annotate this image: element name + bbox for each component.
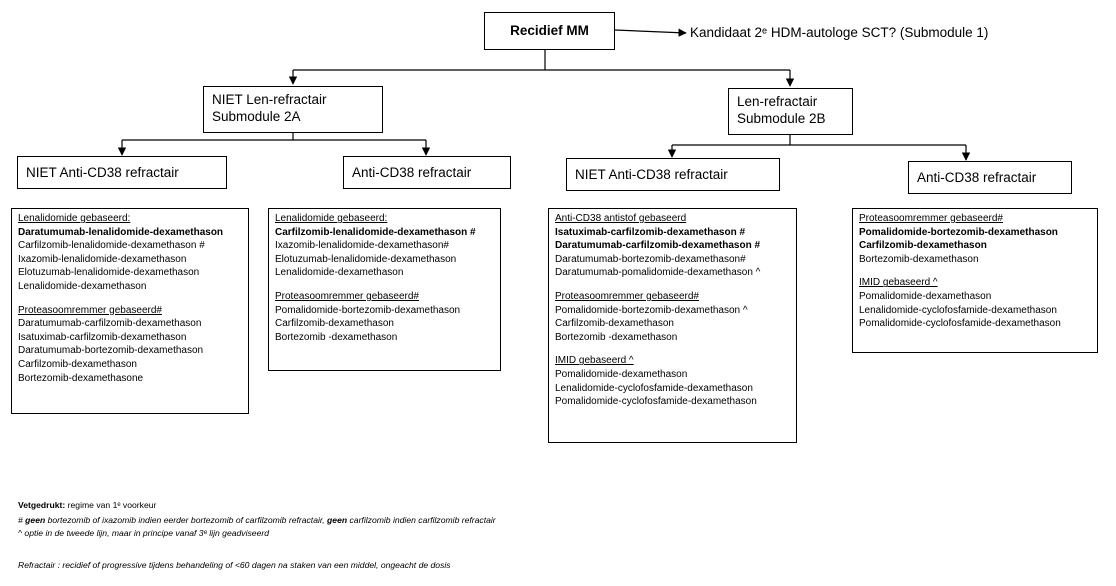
regimen-item: Daratumumab-carfilzomib-dexamethason # [555,240,761,252]
list-b-right: Proteasoomremmer gebaseerd# Pomalidomide-… [852,208,1098,353]
regimen-item: Ixazomib-lenalidomide-dexamethason [18,253,187,265]
regimen-item: Bortezomib-dexamethason [859,253,979,265]
a-right-label: Anti-CD38 refractair [343,156,511,189]
legend-geen-1: geen [25,515,46,525]
branch-a-line1: NIET Len-refractair [212,92,327,107]
root-side-text: Kandidaat 2ᵉ HDM-autologe SCT? (Submodul… [690,25,989,40]
regimen-item: Ixazomib-lenalidomide-dexamethason# [275,240,449,252]
regimen-item: Isatuximab-carfilzomib-dexamethason [18,331,187,343]
regimen-item: Carfilzomib-dexamethason [555,318,674,330]
regimen-item: Daratumumab-lenalidomide-dexamethason [18,226,224,238]
regimen-item: Lenalidomide-dexamethason [18,280,147,292]
group-header: Proteasoomremmer gebaseerd# [859,213,1003,224]
legend-hash: # [18,515,26,525]
regimen-item: Carfilzomib-lenalidomide-dexamethason # [275,226,476,238]
legend-hash-text-2: carfilzomib indien carfilzomib refractai… [347,515,496,525]
regimen-item: Isatuximab-carfilzomib-dexamethason # [555,226,746,238]
regimen-item: Pomalidomide-dexamethason [859,290,992,302]
group-header: Proteasoomremmer gebaseerd# [18,304,162,316]
regimen-item: Pomalidomide-bortezomib-dexamethason [275,304,461,316]
group-header: Lenalidomide gebaseerd: [18,213,131,224]
regimen-item: Daratumumab-bortezomib-dexamethason# [555,253,746,265]
regimen-item: Carfilzomib-lenalidomide-dexamethason # [18,240,205,252]
b-left-label: NIET Anti-CD38 refractair [566,158,780,191]
legend-line-3: ^ optie in de tweede lijn, maar in princ… [18,528,269,538]
group-header: Lenalidomide gebaseerd: [275,213,388,224]
group-header: IMID gebaseerd ^ [859,277,938,289]
group-header: Proteasoomremmer gebaseerd# [555,290,699,302]
legend-geen-2: geen [327,515,348,525]
regimen-item: Bortezomib -dexamethason [275,331,398,343]
regimen-item: Daratumumab-pomalidomide-dexamethason ^ [555,267,761,279]
list-a-right: Lenalidomide gebaseerd: Carfilzomib-lenal… [268,208,501,371]
branch-a-line2: Submodule 2A [212,109,301,124]
legend-bold-desc: regime van 1ᵉ voorkeur [65,500,157,510]
branch-b-line2: Submodule 2B [737,111,826,126]
regimen-item: Lenalidomide-cyclofosfamide-dexamethason [859,304,1057,316]
group-header: Proteasoomremmer gebaseerd# [275,290,419,302]
group-spacer [555,280,790,290]
legend-bold-label: Vetgedrukt: [18,500,66,510]
regimen-item: Daratumumab-carfilzomib-dexamethason [18,318,202,330]
regimen-item: Pomalidomide-bortezomib-dexamethason [859,226,1058,238]
branch-b-node: Len-refractair Submodule 2B [728,88,853,135]
regimen-item: Elotuzumab-lenalidomide-dexamethason [18,267,200,279]
regimen-item: Lenalidomide-dexamethason [275,267,404,279]
group-spacer [275,280,494,290]
regimen-item: Carfilzomib-dexamethason [18,358,137,370]
regimen-item: Pomalidomide-bortezomib-dexamethason ^ [555,304,748,316]
b-right-label: Anti-CD38 refractair [908,161,1072,194]
regimen-item: Carfilzomib-dexamethason [859,240,987,252]
root-node: Recidief MM [484,12,615,50]
group-header: Anti-CD38 antistof gebaseerd [555,213,687,224]
regimen-item: Pomalidomide-cyclofosfamide-dexamethason [555,396,757,408]
regimen-item: Pomalidomide-dexamethason [555,368,688,380]
legend-line-4: Refractair : recidief of progressive tij… [18,560,451,570]
regimen-item: Daratumumab-bortezomib-dexamethason [18,345,204,357]
regimen-item: Bortezomib-dexamethasone [18,372,144,384]
arrow-root-to-side [614,28,687,37]
branch-b-line1: Len-refractair [737,94,818,109]
regimen-item: Lenalidomide-cyclofosfamide-dexamethason [555,382,753,394]
legend-hash-text-1: bortezomib of ixazomib indien eerder bor… [45,515,328,525]
legend-line-1: Vetgedrukt: regime van 1ᵉ voorkeur [18,500,156,511]
group-spacer [555,344,790,354]
list-a-left: Lenalidomide gebaseerd: Daratumumab-lenal… [11,208,249,414]
regimen-item: Pomalidomide-cyclofosfamide-dexamethason [859,318,1061,330]
legend-line-2: # geen bortezomib of ixazomib indien eer… [18,515,496,526]
a-left-label: NIET Anti-CD38 refractair [17,156,227,189]
group-header: IMID gebaseerd ^ [555,355,634,367]
group-spacer [18,294,242,304]
root-title: Recidief MM [510,23,589,38]
regimen-item: Elotuzumab-lenalidomide-dexamethason [275,253,457,265]
group-spacer [859,266,1091,276]
regimen-item: Carfilzomib-dexamethason [275,318,394,330]
regimen-item: Bortezomib -dexamethason [555,331,678,343]
branch-a-node: NIET Len-refractair Submodule 2A [203,86,383,133]
